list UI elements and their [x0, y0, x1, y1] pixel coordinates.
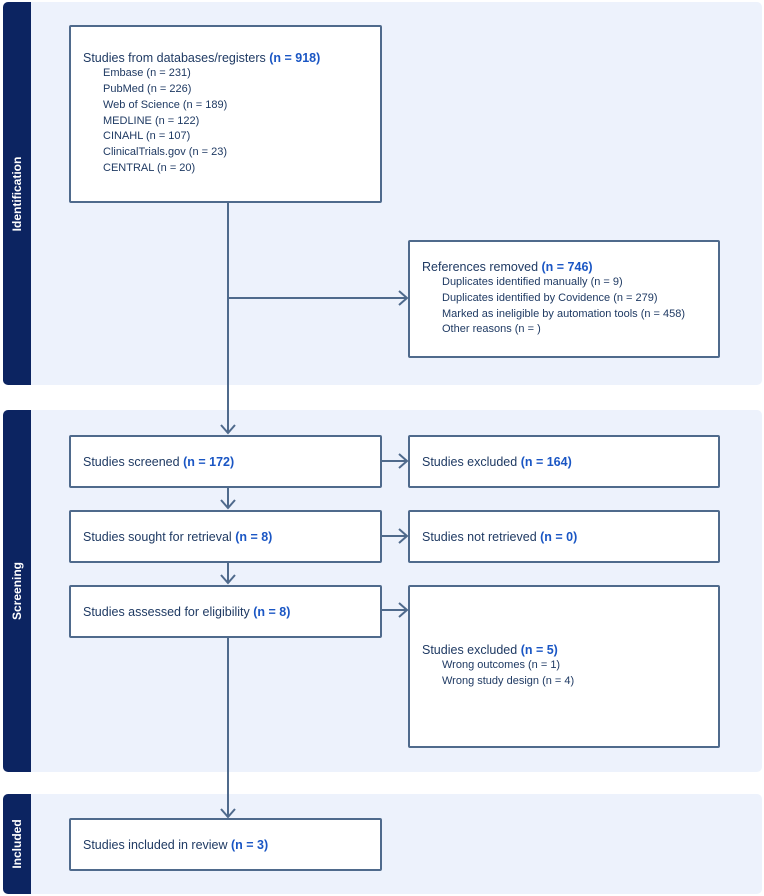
records-label: Studies from databases/registers: [83, 50, 266, 65]
not-retrieved-count: (n = 0): [540, 529, 578, 544]
screened-count: (n = 172): [183, 454, 235, 469]
assessed-count: (n = 8): [253, 604, 291, 619]
included-box: Studies included in review (n = 3): [69, 818, 382, 871]
sought-count: (n = 8): [235, 529, 273, 544]
excluded-eligibility-label: Studies excluded: [422, 643, 518, 658]
source-item: Web of Science (n = 189): [103, 98, 228, 111]
included-box-label: Studies included in review: [83, 837, 228, 852]
exclusion-reason: Wrong outcomes (n = 1): [442, 659, 561, 672]
included-label: Included: [10, 819, 24, 869]
source-item: CENTRAL (n = 20): [103, 162, 196, 175]
source-item: MEDLINE (n = 122): [103, 114, 200, 127]
source-item: ClinicalTrials.gov (n = 23): [103, 146, 227, 159]
included-label-bar: Included: [3, 794, 31, 894]
removed-item: Duplicates identified by Covidence (n = …: [442, 291, 658, 304]
excluded-screening-box: Studies excluded (n = 164): [408, 435, 720, 488]
removed-count: (n = 746): [541, 259, 593, 274]
screening-label-bar: Screening: [3, 410, 31, 772]
excluded-screening-label: Studies excluded: [422, 454, 518, 469]
excluded-eligibility-count: (n = 5): [520, 643, 558, 658]
assessed-label: Studies assessed for eligibility: [83, 604, 250, 619]
identification-label-bar: Identification: [3, 2, 31, 385]
source-item: CINAHL (n = 107): [103, 130, 191, 143]
removed-item: Duplicates identified manually (n = 9): [442, 275, 623, 288]
excluded-screening-count: (n = 164): [520, 454, 572, 469]
source-item: PubMed (n = 226): [103, 82, 192, 95]
identification-label: Identification: [10, 156, 24, 231]
records-count: (n = 918): [269, 50, 321, 65]
screened-box: Studies screened (n = 172): [69, 435, 382, 488]
screening-label: Screening: [10, 561, 24, 621]
removed-label: References removed: [422, 259, 539, 274]
excluded-eligibility-box: Studies excluded (n = 5) Wrong outcomes …: [408, 585, 720, 748]
removed-item: Marked as ineligible by automation tools…: [442, 307, 686, 320]
source-item: Embase (n = 231): [103, 66, 191, 79]
removed-item: Other reasons (n = ): [442, 323, 541, 336]
included-count: (n = 3): [231, 837, 269, 852]
sought-box: Studies sought for retrieval (n = 8): [69, 510, 382, 563]
sought-label: Studies sought for retrieval: [83, 529, 232, 544]
screened-label: Studies screened: [83, 454, 180, 469]
not-retrieved-box: Studies not retrieved (n = 0): [408, 510, 720, 563]
exclusion-reason: Wrong study design (n = 4): [442, 675, 575, 687]
assessed-box: Studies assessed for eligibility (n = 8): [69, 585, 382, 638]
removed-box: References removed (n = 746) Duplicates …: [408, 240, 720, 358]
records-box: Studies from databases/registers (n = 91…: [69, 25, 382, 203]
not-retrieved-label: Studies not retrieved: [422, 529, 537, 544]
